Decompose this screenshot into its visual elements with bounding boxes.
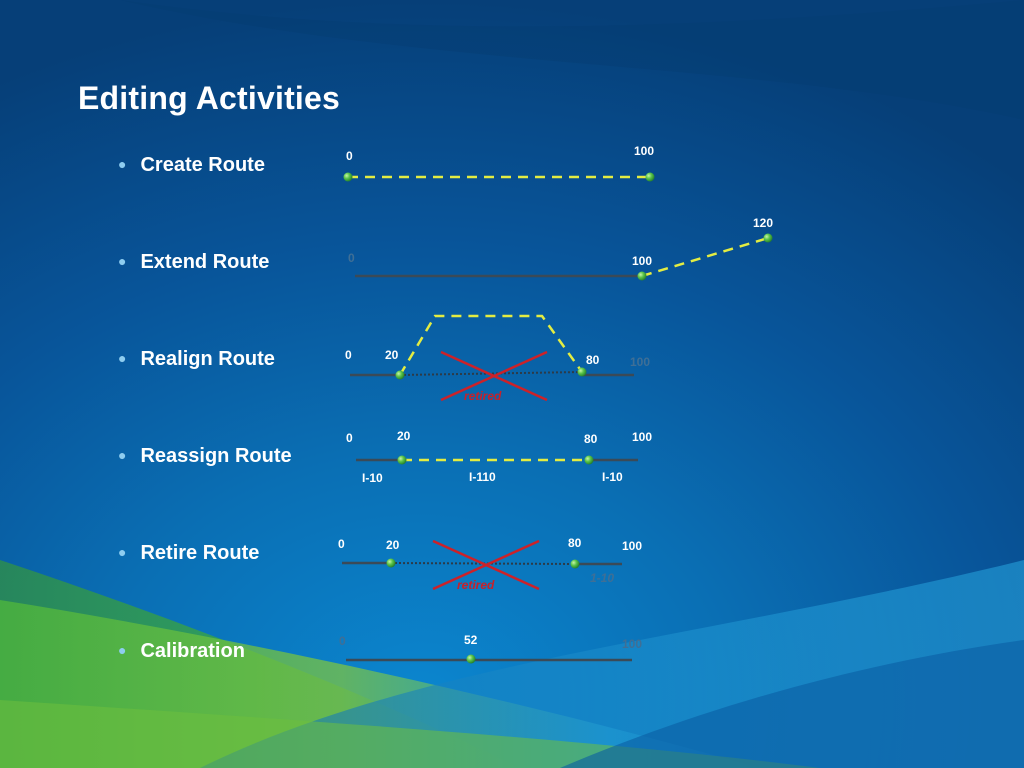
bullet-create-route: ● Create Route <box>118 150 265 180</box>
measure-label: 100 <box>622 637 642 651</box>
route-node <box>584 455 594 465</box>
bullet-dot-icon: ● <box>118 253 127 269</box>
bullet-extend-route: ● Extend Route <box>118 247 269 277</box>
route-node <box>570 559 580 569</box>
measure-label: 52 <box>464 633 478 647</box>
route-node <box>763 233 773 243</box>
bullet-label: Realign Route <box>140 348 275 370</box>
bullet-label: Calibration <box>140 640 245 662</box>
bullet-label: Retire Route <box>140 542 260 564</box>
measure-label: 100 <box>632 430 652 444</box>
diagram-retire-route: 0 20 80 100 retired 1-10 <box>338 536 642 592</box>
route-name-label: 1-10 <box>590 571 614 585</box>
route-node <box>386 558 396 568</box>
measure-label: 0 <box>345 348 352 362</box>
route-node <box>395 370 405 380</box>
measure-label: 120 <box>753 216 773 230</box>
measure-label: 0 <box>339 634 346 648</box>
bullet-dot-icon: ● <box>118 544 127 560</box>
route-name-label: I-10 <box>362 471 383 485</box>
diagram-calibration: 0 52 100 <box>339 633 642 664</box>
bullet-dot-icon: ● <box>118 642 127 658</box>
bullet-label: Create Route <box>140 154 265 176</box>
measure-label: 100 <box>630 355 650 369</box>
measure-label: 20 <box>397 429 411 443</box>
retire-x-icon <box>432 539 540 591</box>
diagram-reassign-route: 0 20 80 100 I-10 I-110 I-10 <box>346 429 652 485</box>
retire-x-icon <box>440 350 548 402</box>
measure-label: 20 <box>385 348 399 362</box>
route-node <box>577 367 587 377</box>
measure-label: 100 <box>634 144 654 158</box>
bullet-retire-route: ● Retire Route <box>118 538 259 568</box>
measure-label: 100 <box>622 539 642 553</box>
calibration-point <box>466 654 476 664</box>
measure-label: 100 <box>632 254 652 268</box>
route-node <box>637 271 647 281</box>
bullet-calibration: ● Calibration <box>118 636 245 666</box>
diagram-extend-route: 0 100 120 <box>348 216 773 281</box>
bullet-dot-icon: ● <box>118 447 127 463</box>
realigned-dashed-line <box>398 314 584 376</box>
retired-label: retired <box>457 578 495 592</box>
extension-dashed-line <box>641 236 769 278</box>
bullet-reassign-route: ● Reassign Route <box>118 441 292 471</box>
measure-label: 80 <box>568 536 582 550</box>
diagram-realign-route: 0 20 80 100 retired <box>345 314 650 403</box>
bullet-label: Extend Route <box>140 251 270 273</box>
route-node <box>397 455 407 465</box>
measure-label: 0 <box>338 537 345 551</box>
measure-label: 80 <box>586 353 600 367</box>
measure-label: 0 <box>346 149 353 163</box>
measure-label: 0 <box>348 251 355 265</box>
route-name-label: I-110 <box>469 470 496 484</box>
route-node <box>343 172 353 182</box>
retired-label: retired <box>464 389 502 403</box>
page-title: Editing Activities <box>78 80 341 116</box>
measure-label: 80 <box>584 432 598 446</box>
diagram-create-route: 0 100 <box>343 144 655 182</box>
measure-label: 20 <box>386 538 400 552</box>
route-node <box>645 172 655 182</box>
bullet-label: Reassign Route <box>140 445 292 467</box>
bullet-dot-icon: ● <box>118 350 127 366</box>
route-name-label: I-10 <box>602 470 623 484</box>
measure-label: 0 <box>346 431 353 445</box>
bullet-dot-icon: ● <box>118 156 127 172</box>
bullet-realign-route: ● Realign Route <box>118 344 275 374</box>
